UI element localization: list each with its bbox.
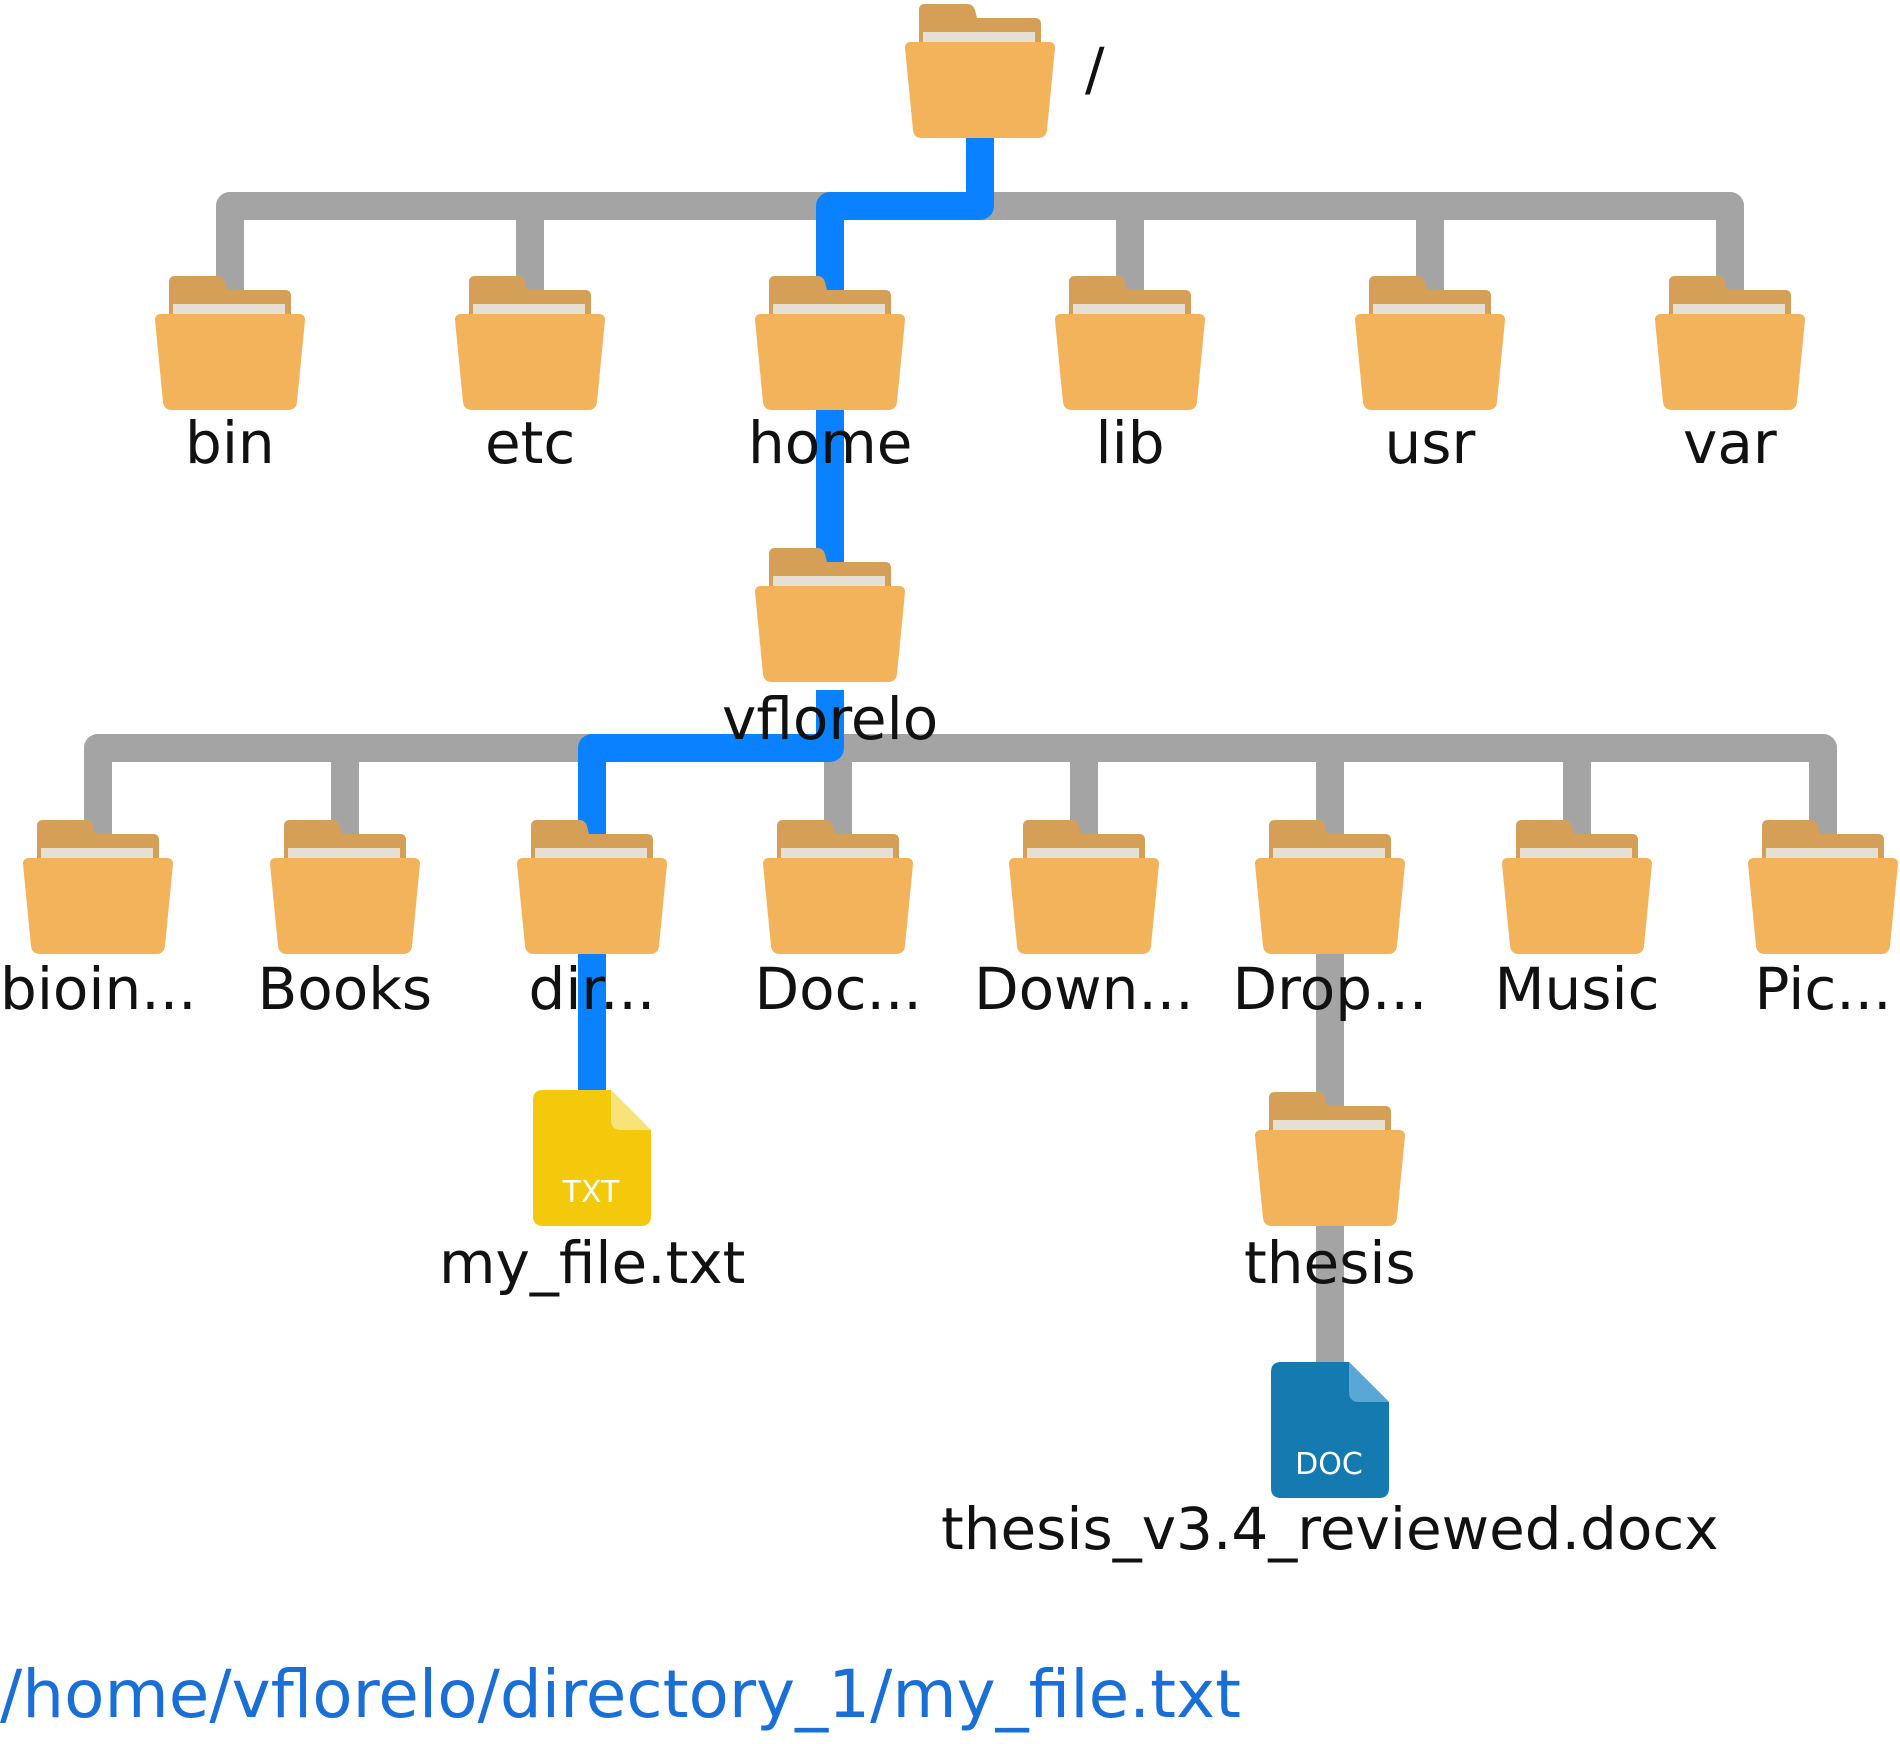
folder-home-label: home: [748, 409, 913, 477]
folder-1-label: Books: [257, 955, 433, 1023]
folder-3-label: Doc...: [754, 955, 922, 1023]
folder-icon: [905, 4, 1055, 138]
txt-file-label: my_file.txt: [439, 1229, 746, 1297]
folder-icon: [1748, 820, 1898, 954]
folder-2-label: dir...: [528, 955, 656, 1023]
edge-path-user-dir: [578, 690, 844, 840]
folder-icon: [155, 276, 305, 410]
txt-file-icon: TXT: [533, 1090, 651, 1226]
folder-7-label: Pic...: [1754, 955, 1892, 1023]
doc-file-icon: DOC: [1271, 1362, 1389, 1498]
folder-icon: [1009, 820, 1159, 954]
folder-icon: [1255, 1092, 1405, 1226]
folder-5-label: Drop...: [1232, 955, 1428, 1023]
folder-icon: [755, 548, 905, 682]
folder-icon: [270, 820, 420, 954]
folder-icon: [1655, 276, 1805, 410]
edge-path-root-home: [816, 118, 994, 296]
folder-icon: [23, 820, 173, 954]
svg-text:DOC: DOC: [1295, 1447, 1363, 1482]
folder-icon: [455, 276, 605, 410]
folder-icon: [1055, 276, 1205, 410]
folder-bin-label: bin: [185, 409, 275, 477]
folder-var-label: var: [1683, 409, 1777, 477]
folder-icon: [1255, 820, 1405, 954]
folder-thesis-label: thesis: [1244, 1229, 1416, 1297]
folder-icon: [1502, 820, 1652, 954]
folder-root-label: /: [1085, 35, 1105, 103]
folder-icon: [1355, 276, 1505, 410]
folder-icon: [755, 276, 905, 410]
folder-etc-label: etc: [485, 409, 576, 477]
folder-icon: [517, 820, 667, 954]
svg-text:TXT: TXT: [562, 1175, 620, 1210]
doc-file-label: thesis_v3.4_reviewed.docx: [941, 1495, 1719, 1563]
folder-lib-label: lib: [1095, 409, 1165, 477]
folder-4-label: Down...: [974, 955, 1194, 1023]
folder-usr-label: usr: [1384, 409, 1476, 477]
folder-icon: [763, 820, 913, 954]
folder-6-label: Music: [1494, 955, 1660, 1023]
folder-user-label: vflorelo: [722, 685, 939, 753]
absolute-path-caption: /home/vflorelo/directory_1/my_file.txt: [0, 1656, 1241, 1733]
folder-0-label: bioin...: [0, 955, 197, 1023]
